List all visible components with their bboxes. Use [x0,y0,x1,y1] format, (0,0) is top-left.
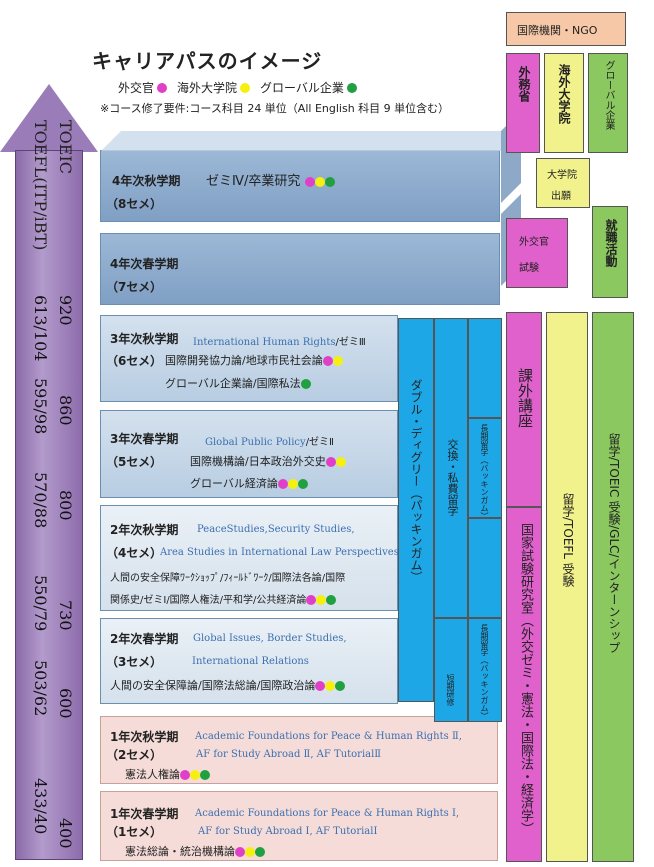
sem-label: （1セメ） [106,825,163,839]
sem-label: （8セメ） [106,197,163,211]
score-toefl: 503/62 [31,660,50,717]
mofa-box: 外務省 [506,53,540,153]
yellow-dot-icon [240,82,251,93]
course-text: 関係史/ゼミⅠ/国際人権法/平和学/公共経済論 [110,591,337,606]
english-course: International Human Rights/ゼミⅢ [193,337,366,348]
sem-label: （5セメ） [106,455,163,469]
overseas-grad-box: 海外大学院 [544,53,584,153]
grad-application-box: 大学院 出願 [536,158,590,208]
english-course: Global Issues, Border Studies, [193,633,347,644]
term-label: 4年次秋学期 [112,174,181,188]
semester-slab-4 [100,505,398,611]
exchange-column-mid [468,518,502,618]
arrow-label-toefl: TOEFL(ITP/iBT) [31,120,50,251]
score-toeic: 920 [56,295,75,326]
score-toefl: 613/104 [31,295,50,362]
term-label: 2年次春学期 [110,632,179,646]
term-label: 1年次秋学期 [110,730,179,744]
double-degree-column: ダブル・ディグリー（パッキンガム） [398,318,434,702]
semester-slab-1 [100,791,498,861]
legend-item-grad-school: 海外大学院 [177,79,251,96]
extracurricular-column: 課外講座 [506,312,542,507]
green-dot-icon [346,82,357,93]
term-label: 1年次春学期 [110,807,179,821]
course-text: 人間の安全保障論/国際法総論/国際政治論 [110,677,346,693]
semester-slab-6 [100,315,398,402]
sem-label: （6セメ） [106,354,163,368]
course-text: 国際機構論/日本政治外交史 [190,453,346,469]
semester-slab-3 [100,618,398,704]
course-text: 憲法人権論 [125,766,210,782]
score-toeic: 730 [56,600,75,631]
english-course: Global Public Policy/ゼミⅡ [205,437,334,448]
exchange-column: 交換・私費留学 [434,318,468,618]
national-exam-column: 国家試験研究室（外交ゼミ・憲法・国際法・経済学） [506,507,542,862]
score-toefl: 595/98 [31,378,50,435]
global-company-box: グローバル企業 [588,53,628,153]
sem-label: （4セメ） [106,546,163,560]
exchange-column-upper [468,318,502,418]
sem-label: （2セメ） [106,748,163,762]
course-text: 憲法総論・統治機構論 [125,843,265,859]
pink-dot-icon [157,82,168,93]
english-course: PeaceStudies,Security Studies, [197,524,355,535]
score-toefl: 433/40 [31,778,50,835]
short-term-column: 短期研修 [434,618,468,722]
score-toeic: 800 [56,490,75,521]
ngo-box: 国際機関・NGO [506,12,626,46]
english-course: Academic Foundations for Peace & Human R… [195,808,460,819]
course-text: グローバル経済論 [190,475,308,491]
diplomat-exam-box: 外交官 試験 [506,218,568,288]
semester-slab-5 [100,410,398,498]
english-course: Academic Foundations for Peace & Human R… [195,731,462,742]
legend-item-diplomat: 外交官 [118,79,168,96]
semester-slab-7 [100,194,521,305]
course-text: ゼミⅣ/卒業研究 [206,170,335,189]
semester-slab-8 [100,111,541,222]
legend-item-global-company: グローバル企業 [260,79,357,96]
study-abroad-toefl-column: 留学/TOEFL 受験 [546,312,588,862]
long-term-study-column-2: 長期留学（バッキンガム） [468,618,502,722]
score-toeic: 600 [56,688,75,719]
page-title: キャリアパスのイメージ [92,49,323,73]
term-label: 2年次秋学期 [110,523,179,537]
job-hunting-box: 就職活動 [592,206,628,298]
english-course: AF for Study Abroad Ⅱ, AF TutorialⅡ [196,749,382,760]
score-toefl: 570/88 [31,472,50,529]
arrow-head [0,84,98,152]
score-toeic: 400 [56,818,75,849]
term-label: 3年次春学期 [110,432,179,446]
course-text: 国際開発協力論/地球市民社会論 [165,352,343,368]
english-course: Area Studies in International Law Perspe… [160,547,399,558]
sem-label: （3セメ） [106,655,163,669]
score-toefl: 550/79 [31,575,50,632]
long-term-study-column: 長期留学（バッキンガム） [468,418,502,520]
term-label: 3年次秋学期 [110,332,179,346]
arrow-label-toeic: TOEIC [56,120,75,175]
semester-slab-2 [100,716,498,784]
sem-label: （7セメ） [106,280,163,294]
english-course: International Relations [192,656,309,667]
requirement-note: ※コース修了要件:コース科目 24 単位（All English 科目 9 単位… [100,102,450,115]
score-toeic: 860 [56,395,75,426]
course-text: 人間の安全保障ﾜｰｸｼｮｯﾌﾟ/ﾌｨｰﾙﾄﾞﾜｰｸ/国際法各論/国際 [110,573,346,584]
english-course: AF for Study Abroad Ⅰ, AF TutorialⅠ [198,826,378,837]
course-text: グローバル企業論/国際私法 [165,375,311,391]
study-abroad-glc-column: 留学/TOEIC 受験/GLC/インターンシップ [592,312,634,862]
legend: 外交官 海外大学院 グローバル企業 [118,79,357,96]
score-arrow [15,150,83,860]
term-label: 4年次春学期 [110,257,179,271]
